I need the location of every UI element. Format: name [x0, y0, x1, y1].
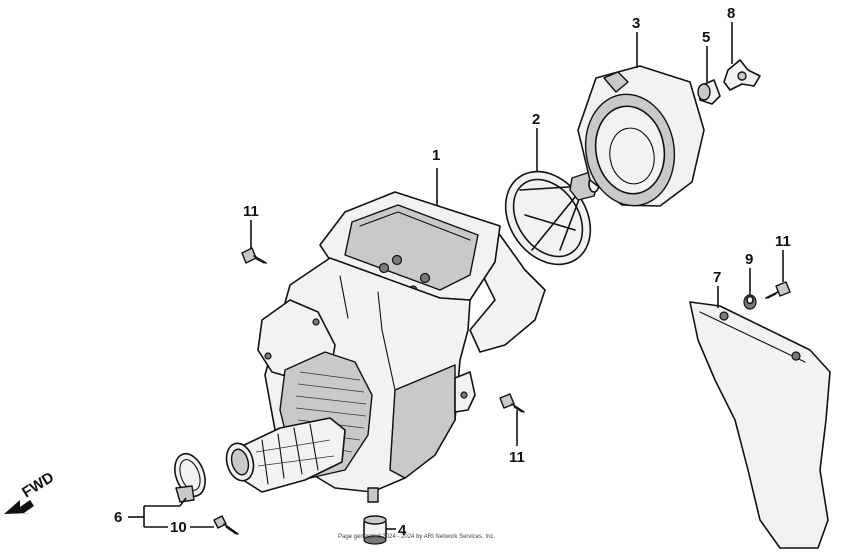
callout-3: 3: [632, 15, 640, 32]
bolt-left[interactable]: [241, 247, 267, 264]
side-cover[interactable]: [689, 301, 831, 549]
drain-plug[interactable]: [363, 515, 387, 545]
leader-lines: [128, 22, 784, 530]
forward-arrow-icon: [4, 500, 34, 514]
callout-1: 1: [432, 147, 440, 164]
fwd-label: FWD: [19, 469, 57, 502]
collar-nut[interactable]: [697, 79, 721, 105]
copyright-footer: Page generated 2024 - 2024 by ARI Networ…: [338, 534, 495, 540]
wing-nut[interactable]: [723, 59, 761, 91]
callout-6: 6: [114, 509, 122, 526]
bolt-right[interactable]: [765, 281, 791, 299]
callout-7: 7: [713, 269, 721, 286]
hose-clamp[interactable]: [169, 450, 210, 503]
element-holder[interactable]: [488, 155, 608, 281]
callout-5: 5: [702, 29, 710, 46]
callout-11-center: 11: [509, 449, 525, 466]
callout-11-left: 11: [243, 203, 259, 220]
grommet[interactable]: [743, 294, 757, 310]
callout-2: 2: [532, 111, 540, 128]
callout-10: 10: [170, 519, 187, 536]
bolt-center[interactable]: [499, 393, 525, 413]
callout-9: 9: [745, 251, 753, 268]
callout-4: 4: [398, 522, 407, 539]
air-cleaner-case[interactable]: [223, 191, 546, 503]
air-cleaner-element[interactable]: [577, 65, 705, 213]
callout-11-right: 11: [775, 233, 791, 250]
clamp-screw[interactable]: [213, 515, 239, 535]
callout-8: 8: [727, 5, 735, 22]
forward-direction-indicator: FWD: [4, 469, 57, 514]
